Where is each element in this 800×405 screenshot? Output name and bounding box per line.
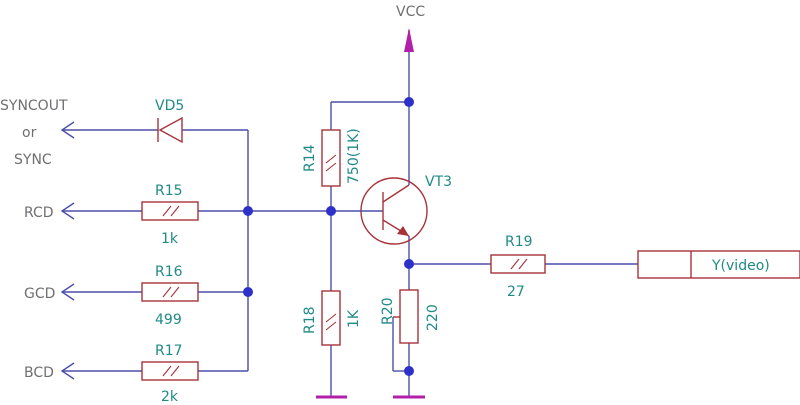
input-arrows <box>60 121 75 380</box>
syncout-label: SYNCOUT <box>0 98 68 114</box>
gcd-label: GCD <box>24 286 55 302</box>
r16-ref: R16 <box>155 264 183 280</box>
potentiometer-r20 <box>393 289 419 344</box>
junction-dots <box>243 97 414 376</box>
r14-ref: R14 <box>302 144 318 172</box>
r20-ref: R20 <box>380 297 396 325</box>
transistor-vt3 <box>360 177 428 245</box>
r16-value: 499 <box>155 312 182 328</box>
r19-value: 27 <box>507 284 525 300</box>
resistor-r16 <box>141 282 199 302</box>
output-terminal <box>637 250 800 279</box>
r20-value: 220 <box>425 304 441 331</box>
or-label: or <box>22 125 37 141</box>
r18-value: 1K <box>346 309 362 328</box>
junction-dot <box>326 206 336 216</box>
resistor-r19 <box>490 254 546 274</box>
r19-ref: R19 <box>505 234 533 250</box>
sync-label: SYNC <box>14 152 52 168</box>
output-label: Y(video) <box>711 258 770 274</box>
r15-ref: R15 <box>155 183 183 199</box>
rcd-label: RCD <box>24 205 54 221</box>
junction-dot <box>243 206 253 216</box>
wires <box>62 52 638 396</box>
junction-dot <box>404 366 414 376</box>
r15-value: 1k <box>161 231 179 247</box>
resistor-r18 <box>321 290 341 346</box>
vcc-label: VCC <box>396 4 425 20</box>
resistor-r17 <box>141 361 199 381</box>
resistor-r15 <box>141 201 199 221</box>
r18-ref: R18 <box>302 306 318 334</box>
r17-value: 2k <box>161 389 179 405</box>
vt3-ref: VT3 <box>425 174 452 190</box>
vcc-power-symbol <box>404 28 414 52</box>
r17-ref: R17 <box>155 343 183 359</box>
junction-dot <box>243 287 253 297</box>
r14-value: 750(1K) <box>346 128 362 184</box>
diode-vd5 <box>157 116 183 144</box>
bcd-label: BCD <box>24 365 54 381</box>
vd5-ref: VD5 <box>155 98 184 114</box>
resistor-r14 <box>321 129 341 187</box>
junction-dot <box>404 97 414 107</box>
junction-dot <box>404 259 414 269</box>
